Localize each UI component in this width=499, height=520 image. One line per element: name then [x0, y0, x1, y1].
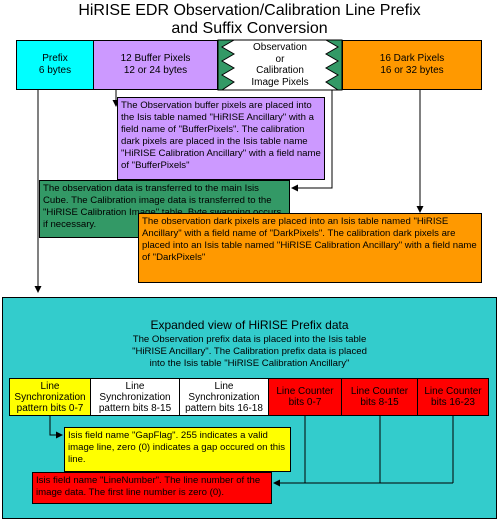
obs-left-zigzag	[217, 39, 236, 91]
dark-note: The observation dark pixels are placed i…	[138, 213, 482, 283]
counter-2-line2: bits 16-23	[431, 397, 475, 408]
sync-bits-0-7-cell: Line Synchronization pattern bits 0-7	[9, 378, 91, 416]
buffer-pixels-cell: 12 Buffer Pixels 12 or 24 bytes	[93, 40, 218, 90]
expanded-desc-2: "HiRISE Ancillary". The Calibration pref…	[132, 346, 367, 357]
sync-0-line3: pattern bits 0-7	[16, 402, 84, 414]
prefix-size: 6 bytes	[38, 65, 72, 76]
buffer-note: The Observation buffer pixels are placed…	[117, 97, 325, 180]
prefix-cell: Prefix 6 bytes	[16, 40, 94, 90]
observation-note-text: The observation data is transferred to t…	[43, 183, 281, 230]
obs-line-2: or	[275, 53, 285, 65]
gapflag-note-text: Isis field name "GapFlag". 255 indicates…	[68, 430, 286, 465]
obs-line-4: Image Pixels	[251, 76, 309, 88]
linenumber-note: Isis field name "LineNumber". The line n…	[32, 472, 272, 504]
sync-2-line1: Line	[214, 380, 234, 392]
sync-1-line3: pattern bits 8-15	[98, 402, 172, 414]
gapflag-note: Isis field name "GapFlag". 255 indicates…	[64, 427, 291, 472]
prefix-label: Prefix	[42, 53, 68, 64]
buffer-pixels-size: 12 or 24 bytes	[123, 65, 188, 76]
line-counter-bits-0-7-cell: Line Counter bits 0-7	[268, 378, 342, 416]
title-line-2: and Suffix Conversion	[171, 20, 328, 37]
sync-2-line3: pattern bits 16-18	[185, 402, 263, 414]
sync-2-line2: Synchronization	[188, 391, 260, 403]
sync-bits-8-15-cell: Line Synchronization pattern bits 8-15	[90, 378, 180, 416]
sync-0-line2: Synchronization	[14, 391, 86, 403]
dark-pixels-cell: 16 Dark Pixels 16 or 32 bytes	[342, 40, 482, 90]
buffer-note-text: The Observation buffer pixels are placed…	[121, 100, 321, 171]
counter-0-line1: Line Counter	[276, 386, 334, 397]
line-counter-bits-8-15-cell: Line Counter bits 8-15	[341, 378, 418, 416]
obs-line-3: Calibration	[256, 65, 304, 76]
counter-0-line2: bits 0-7	[288, 397, 322, 408]
title-line-1: HiRISE EDR Observation/Calibration Line …	[78, 2, 421, 19]
expanded-desc-3: into the Isis table "HiRISE Calibration …	[149, 358, 350, 369]
sync-1-line2: Synchronization	[99, 391, 171, 403]
expanded-desc-1: The Observation prefix data is placed in…	[132, 334, 367, 345]
sync-bits-16-18-cell: Line Synchronization pattern bits 16-18	[179, 378, 269, 416]
dark-note-text: The observation dark pixels are placed i…	[142, 216, 477, 263]
dark-pixels-label: 16 Dark Pixels	[379, 53, 445, 64]
dark-pixels-size: 16 or 32 bytes	[380, 65, 444, 76]
buffer-pixels-label: 12 Buffer Pixels	[120, 53, 191, 64]
line-counter-bits-16-23-cell: Line Counter bits 16-23	[417, 378, 489, 416]
expanded-description: The Observation prefix data is placed in…	[0, 334, 499, 370]
counter-2-line1: Line Counter	[424, 386, 482, 397]
counter-1-line1: Line Counter	[350, 386, 409, 397]
linenumber-note-text: Isis field name "LineNumber". The line n…	[36, 475, 261, 498]
diagram-title: HiRISE EDR Observation/Calibration Line …	[0, 2, 499, 38]
counter-1-line2: bits 8-15	[360, 397, 399, 408]
obs-right-zigzag	[324, 39, 343, 91]
obs-line-1: Observation	[253, 42, 307, 53]
sync-1-line1: Line	[125, 380, 145, 392]
sync-0-line1: Line	[40, 380, 60, 392]
observation-cell: Observation or Calibration Image Pixels	[234, 40, 326, 90]
expanded-heading: Expanded view of HiRISE Prefix data	[150, 318, 349, 332]
